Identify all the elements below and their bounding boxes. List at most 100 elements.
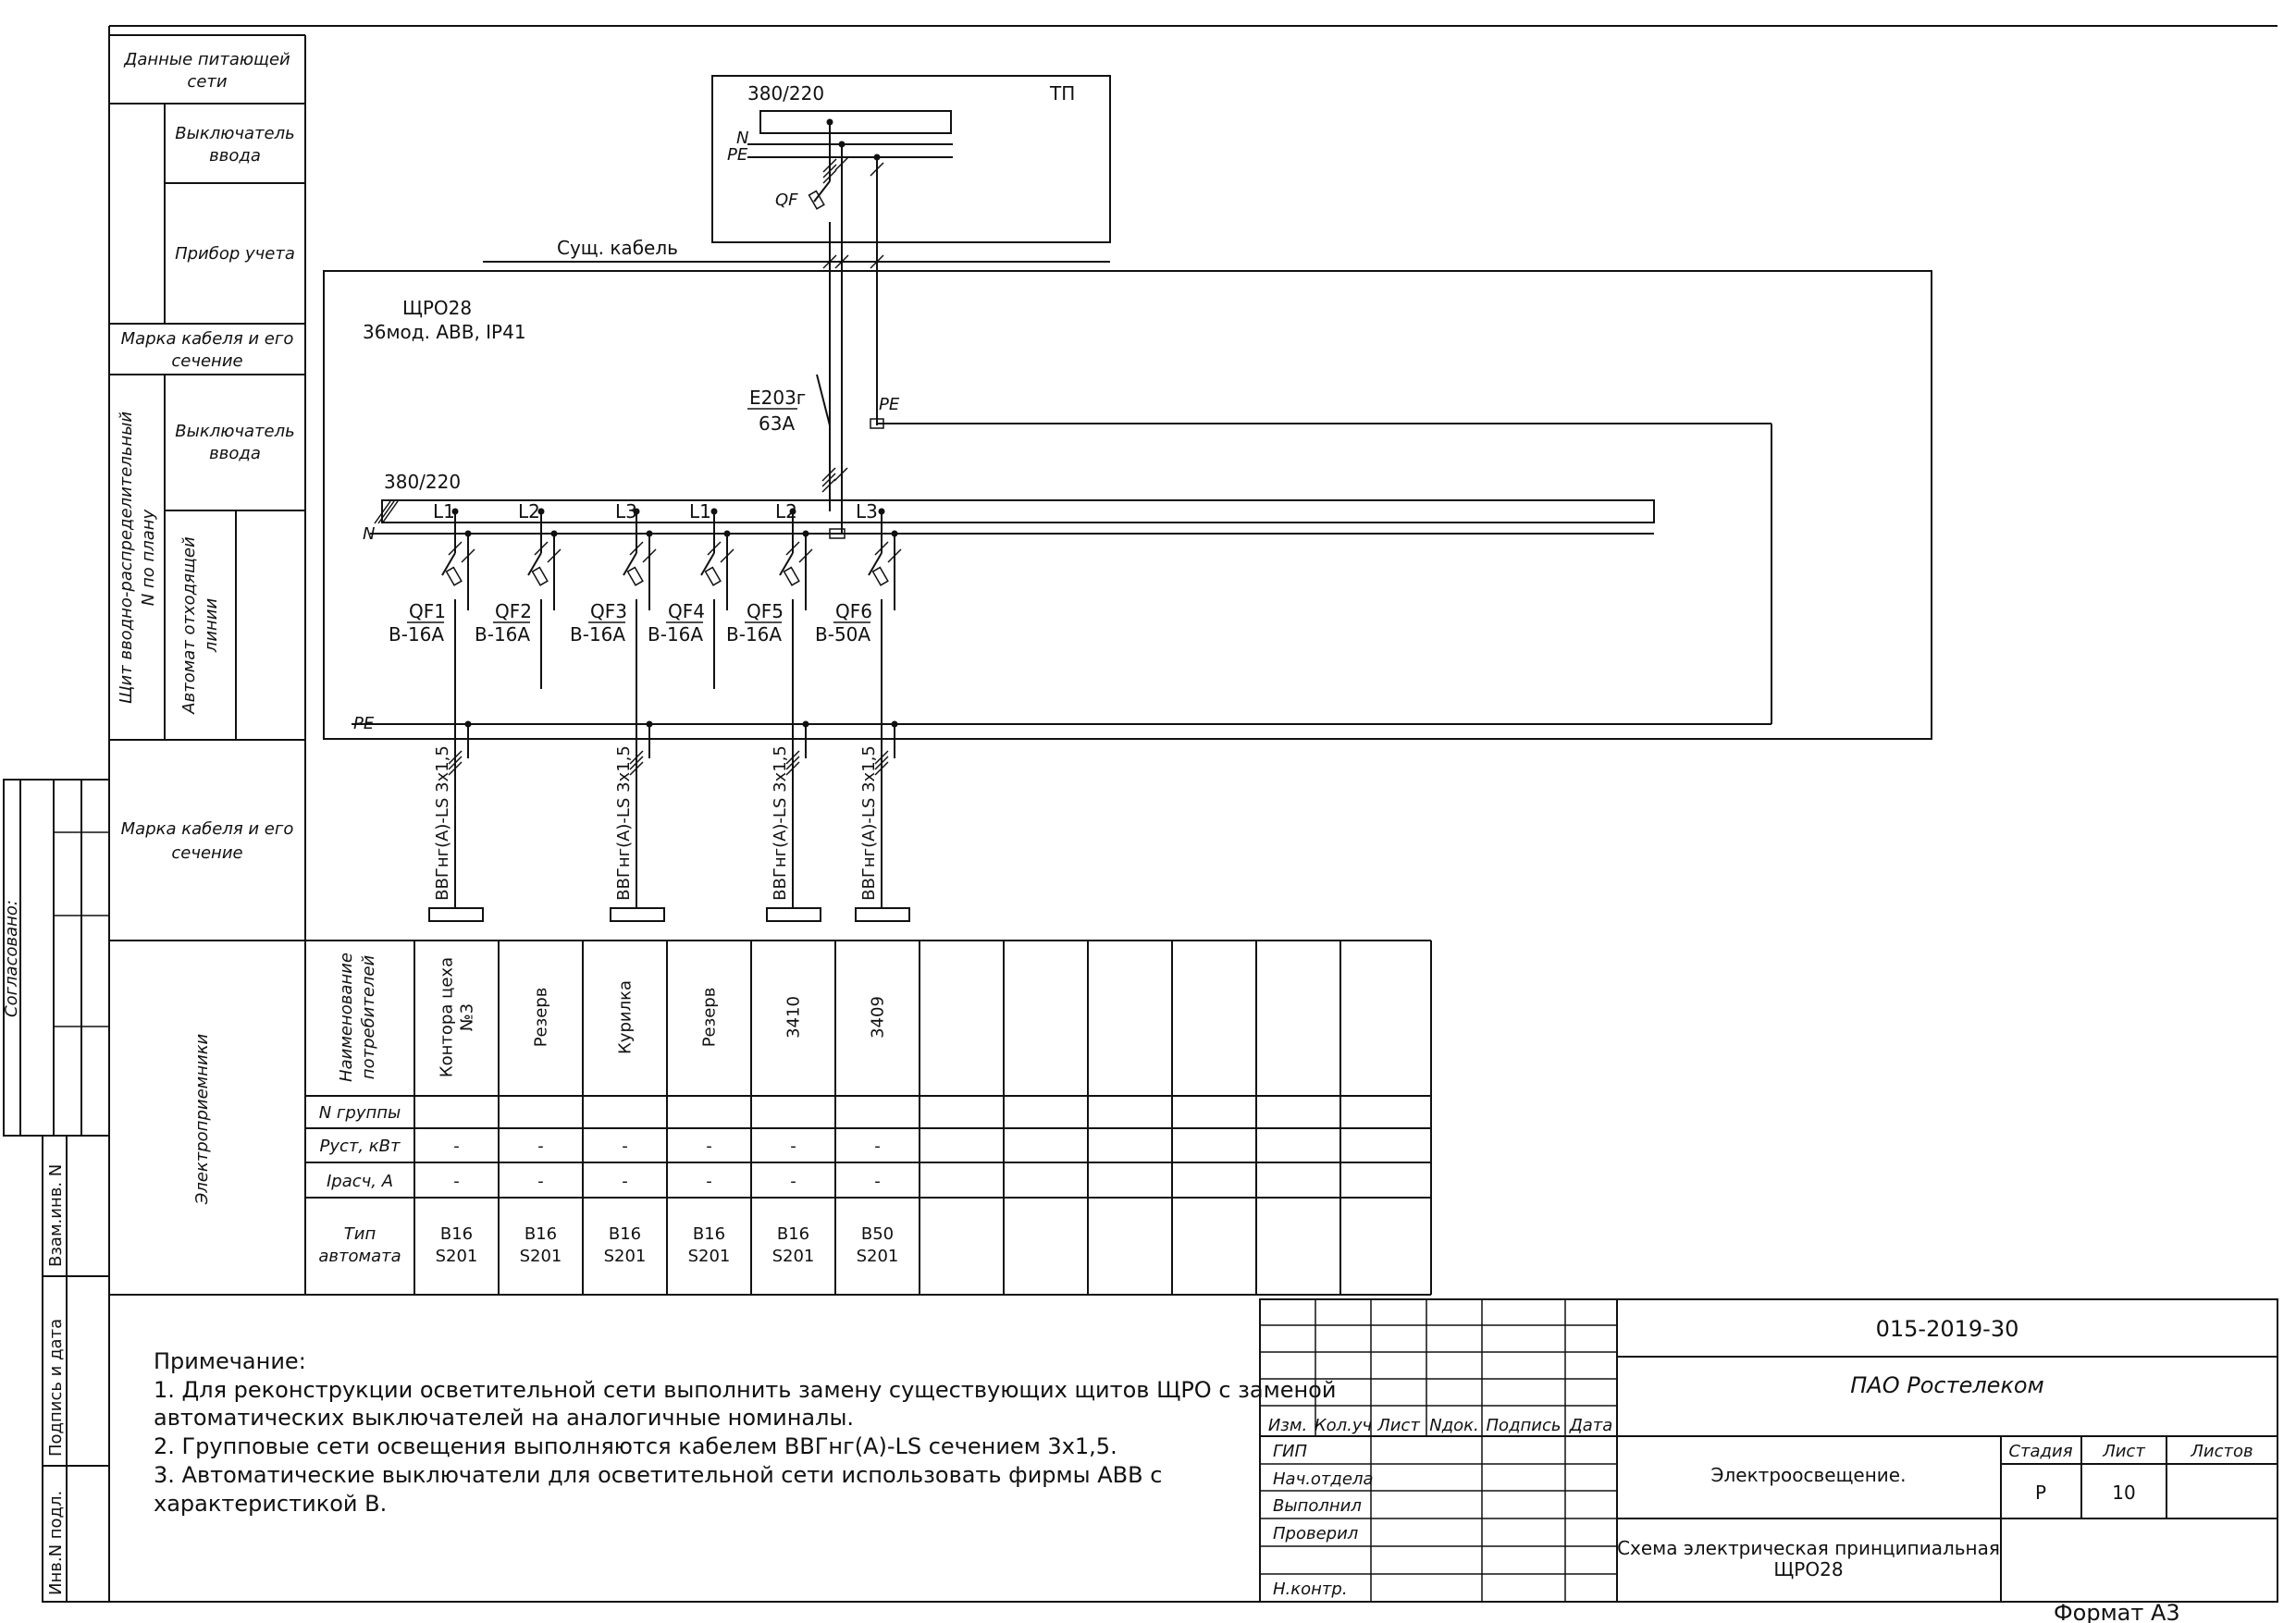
tb-role-nach: Нач.отдела xyxy=(1273,1469,1373,1489)
breaker-rating-qf2: B-16A xyxy=(475,623,530,646)
consumer-type-line2: S201 xyxy=(520,1247,562,1266)
consumer-type-line1: B16 xyxy=(609,1224,641,1244)
phase-label-4: L1 xyxy=(689,500,711,523)
neutral-tick xyxy=(887,548,902,563)
phase-tick xyxy=(707,541,722,556)
cable-mark2-line1: Марка кабеля и его xyxy=(121,819,294,839)
pe-bus-label: PE xyxy=(353,714,375,733)
bus-voltage: 380/220 xyxy=(384,471,461,493)
breaker-rating-qf1: B-16A xyxy=(389,623,444,646)
consumer-power: - xyxy=(622,1137,628,1156)
breaker-contact xyxy=(700,552,715,576)
consumer-type-line2: S201 xyxy=(857,1247,899,1266)
bus-n-label: N xyxy=(363,524,375,544)
format-label: Формат А3 xyxy=(2054,1600,2180,1623)
breaker-contact xyxy=(441,552,456,576)
neutral-tick xyxy=(547,548,562,563)
consumer-current: - xyxy=(790,1172,796,1191)
table-row-group: N группы xyxy=(319,1103,401,1123)
cable-tick xyxy=(448,756,463,770)
cable-tick xyxy=(874,756,889,770)
tp-pe-label: PE xyxy=(727,145,748,165)
cable-tick xyxy=(874,750,889,765)
agreed-label: Согласовано: xyxy=(2,900,21,1017)
breaker-contact xyxy=(527,552,542,576)
tb-col-kolich: Кол.уч xyxy=(1315,1416,1372,1435)
cable-mark-2: ВВГнг(А)-LS 3х1,5 xyxy=(614,745,634,901)
consumer-type-line1: B16 xyxy=(777,1224,809,1244)
row-headers: Данные питающей сети Выключатель ввода П… xyxy=(109,34,306,1295)
phase-tick xyxy=(785,541,800,556)
neutral-tick xyxy=(461,548,475,563)
consumer-type-line2: S201 xyxy=(436,1247,478,1266)
input-switch2-line2: ввода xyxy=(209,444,261,463)
consumer-power: - xyxy=(537,1137,544,1156)
outgoing-branches: QF1B-16AQF2B-16AQF3B-16AQF4B-16AQF5B-16A… xyxy=(389,508,902,758)
consumer-name: Резерв xyxy=(532,988,551,1048)
tb-stage-value: Р xyxy=(2035,1482,2046,1504)
breaker-trip-element xyxy=(783,566,800,586)
breaker-id-qf5: QF5 xyxy=(747,600,784,622)
consumer-table: Наименование потребителей N группы Руст,… xyxy=(109,940,1432,1296)
cable-tick xyxy=(785,756,800,770)
cable-tick xyxy=(629,756,644,770)
tp-name: ТП xyxy=(1049,82,1075,105)
breaker-trip-element xyxy=(445,566,463,586)
consumer-type-line1: B16 xyxy=(525,1224,557,1244)
tb-subject: Электроосвещение. xyxy=(1711,1464,1907,1486)
notes-line-2: автоматических выключателей на аналогичн… xyxy=(154,1405,854,1431)
breaker-id-qf1: QF1 xyxy=(409,600,446,622)
consumer-current: - xyxy=(537,1172,544,1191)
consumer-current: - xyxy=(874,1172,881,1191)
tb-sheets-header: Листов xyxy=(2190,1442,2253,1461)
cable-tick xyxy=(874,761,889,776)
panel-name: ЩРО28 xyxy=(402,297,472,319)
consumer-power: - xyxy=(706,1137,712,1156)
breaker-contact xyxy=(779,552,794,576)
notes-line-3: 2. Групповые сети освещения выполняются … xyxy=(154,1433,1117,1459)
cable-3: ВВГнг(А)-LS 3х1,5 xyxy=(766,724,821,922)
consumer-power: - xyxy=(453,1137,460,1156)
main-breaker-rating: 63А xyxy=(759,412,795,435)
load-terminal-2 xyxy=(610,907,665,922)
notes: Примечание: 1. Для реконструкции осветит… xyxy=(154,1348,1336,1517)
input-switch2-line1: Выключатель xyxy=(175,422,294,441)
left-stamp: Согласовано: Взам.инв. N Подпись и дата … xyxy=(2,779,110,1603)
consumer-type-line2: S201 xyxy=(772,1247,815,1266)
supply-data-line2: сети xyxy=(187,72,227,92)
table-header-name-line2: потребителей xyxy=(359,954,378,1079)
panel-shro28: ЩРО28 36мод. ABB, IP41 E203г 63А PE 380/… xyxy=(323,264,1932,758)
cable-mark-3: ВВГнг(А)-LS 3х1,5 xyxy=(771,745,790,901)
consumer-type-line2: S201 xyxy=(604,1247,647,1266)
cable-2: ВВГнг(А)-LS 3х1,5 xyxy=(610,724,665,922)
tp-n-label: N xyxy=(736,129,748,148)
breaker-id-qf4: QF4 xyxy=(668,600,705,622)
tb-col-izm: Изм. xyxy=(1268,1416,1307,1435)
notes-title: Примечание: xyxy=(154,1348,306,1374)
cable-mark-line1: Марка кабеля и его xyxy=(121,329,294,349)
table-row-type-line2: автомата xyxy=(318,1247,401,1266)
outgoing-breaker-line2: линии xyxy=(202,598,221,654)
load-terminal-3 xyxy=(766,907,821,922)
panel-spec: 36мод. ABB, IP41 xyxy=(363,321,526,343)
consumer-current: - xyxy=(622,1172,628,1191)
breaker-contact xyxy=(868,552,883,576)
breaker-id-qf2: QF2 xyxy=(495,600,532,622)
cable-tick xyxy=(448,750,463,765)
phase-tick xyxy=(629,541,644,556)
tb-code: 015-2019-30 xyxy=(1876,1316,2019,1342)
tb-col-ndok: Nдок. xyxy=(1429,1416,1479,1435)
neutral-tick xyxy=(720,548,734,563)
